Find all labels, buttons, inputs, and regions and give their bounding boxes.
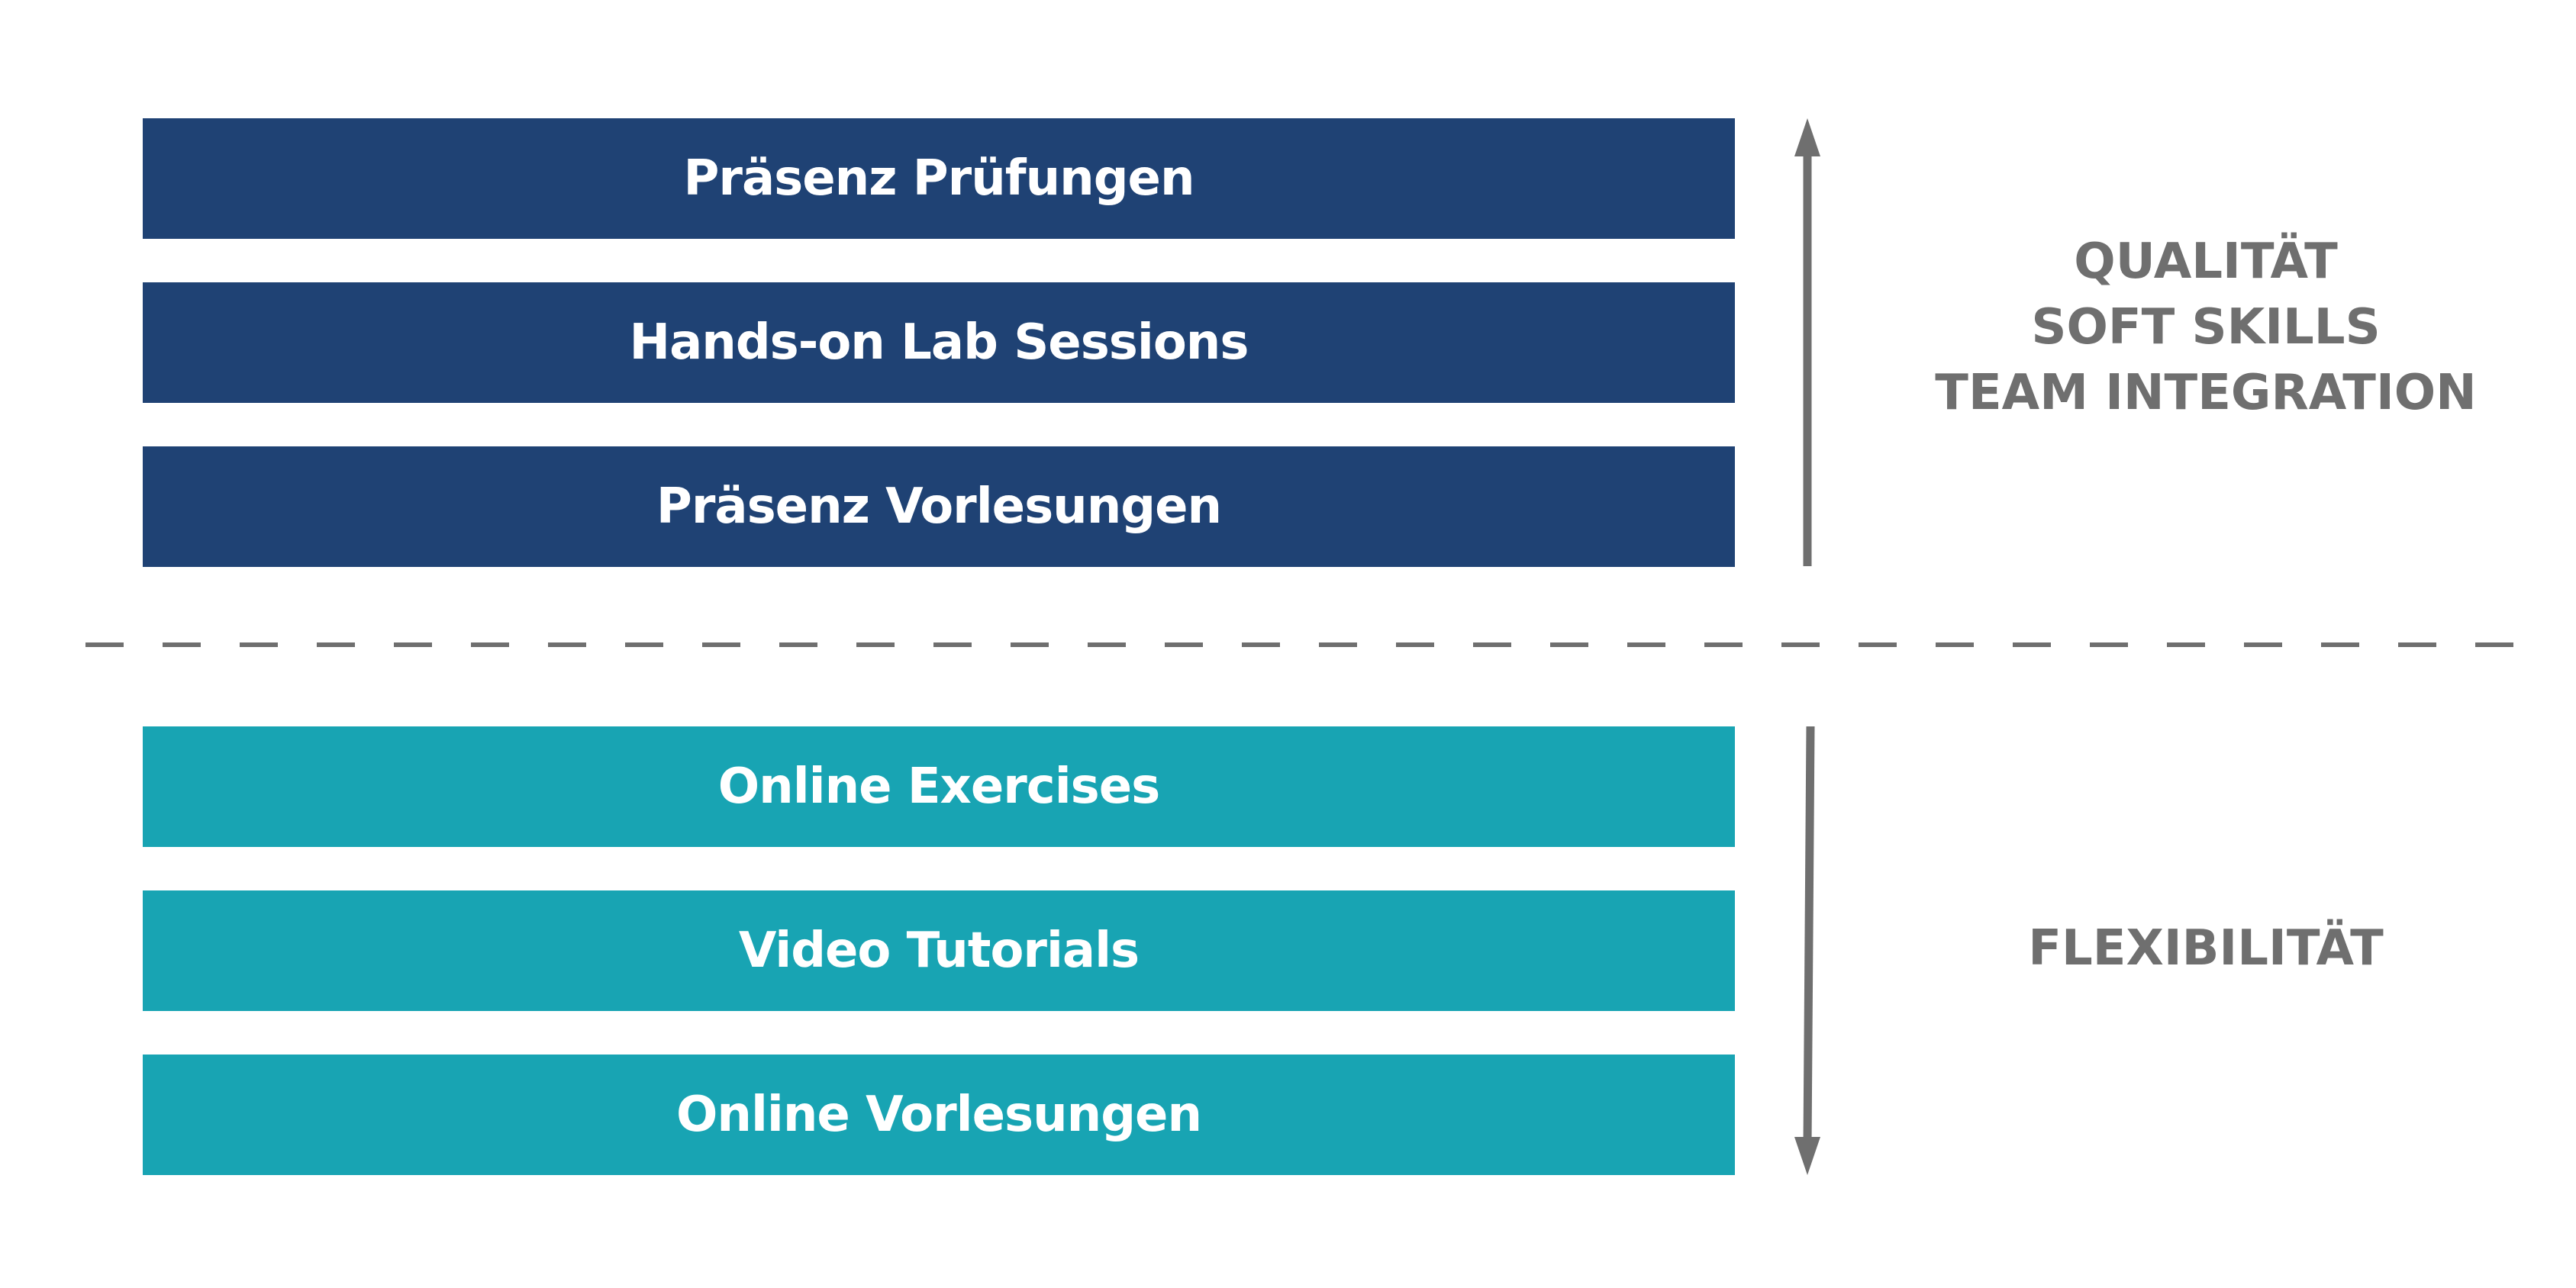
bar-label: Präsenz Vorlesungen [656, 478, 1222, 535]
bar-praesenz-vorlesungen: Präsenz Vorlesungen [143, 446, 1735, 567]
flexibility-label-line-1: FLEXIBILITÄT [2028, 920, 2384, 977]
bar-online-vorlesungen: Online Vorlesungen [143, 1055, 1735, 1175]
bar-label: Online Vorlesungen [676, 1087, 1202, 1143]
bar-label: Hands-on Lab Sessions [629, 314, 1249, 371]
quality-label: QUALITÄT SOFT SKILLS TEAM INTEGRATION [1878, 229, 2534, 426]
arrow-down-icon [1794, 726, 1820, 1175]
bar-video-tutorials: Video Tutorials [143, 890, 1735, 1011]
bar-label: Präsenz Prüfungen [683, 150, 1195, 207]
bar-label: Online Exercises [717, 758, 1161, 815]
flexibility-label: FLEXIBILITÄT [1878, 916, 2534, 981]
bar-online-exercises: Online Exercises [143, 726, 1735, 847]
quality-label-line-2: SOFT SKILLS [2031, 299, 2381, 356]
bar-label: Video Tutorials [738, 923, 1140, 979]
quality-label-line-1: QUALITÄT [2074, 233, 2338, 290]
quality-label-line-3: TEAM INTEGRATION [1935, 365, 2477, 421]
dashed-divider [85, 642, 2520, 647]
bar-praesenz-pruefungen: Präsenz Prüfungen [143, 118, 1735, 239]
arrow-up-icon [1794, 118, 1820, 566]
bar-hands-on-lab-sessions: Hands-on Lab Sessions [143, 282, 1735, 403]
